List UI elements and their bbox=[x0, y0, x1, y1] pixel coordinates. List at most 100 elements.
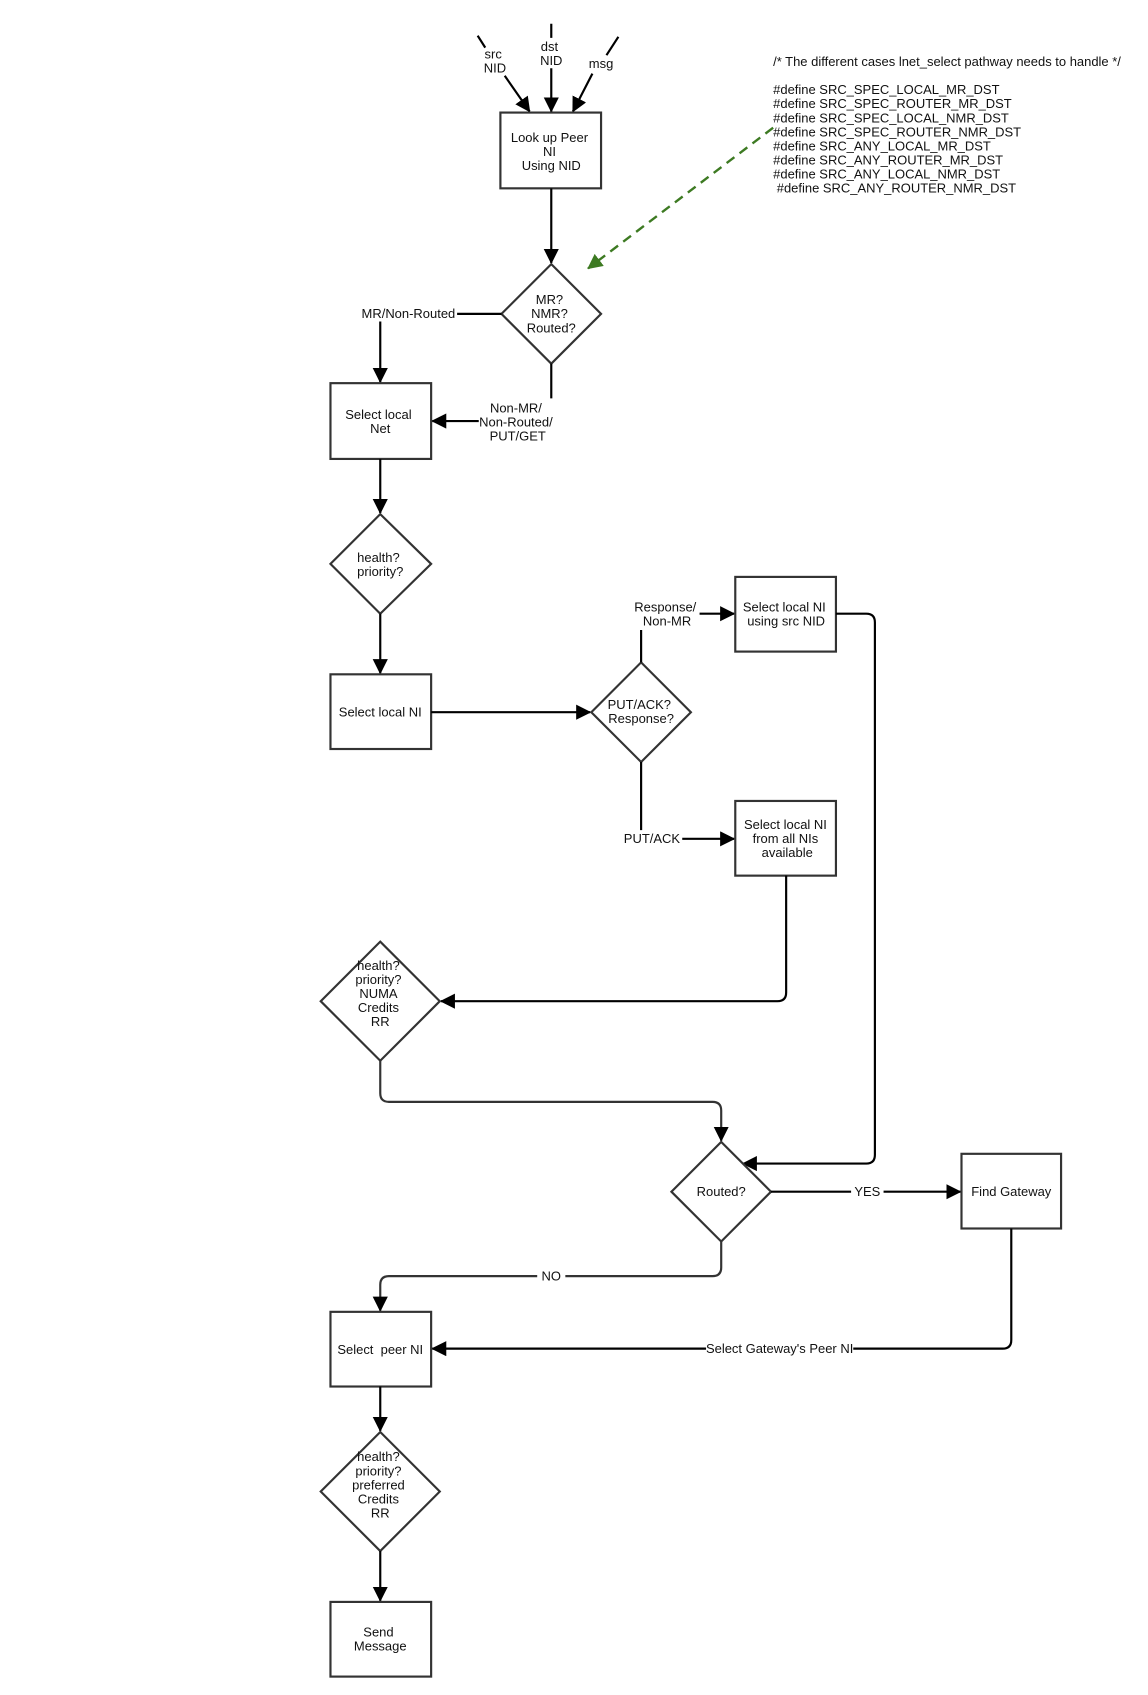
svg-text:PUT/ACK? Response?: PUT/ACK? Response? bbox=[608, 697, 675, 726]
node-text: using src NID bbox=[747, 614, 825, 629]
input-label-msg-line: msg bbox=[589, 56, 614, 71]
edge-label-yes: YES bbox=[854, 1184, 880, 1199]
note-define-line: #define SRC_ANY_ROUTER_MR_DST bbox=[773, 153, 1003, 168]
note-define-line: #define SRC_SPEC_LOCAL_MR_DST bbox=[773, 82, 999, 97]
decision-health-priority-preferred[interactable]: health? priority? preferred Credits RR bbox=[319, 1430, 442, 1553]
decision-health-priority[interactable]: health? priority? bbox=[328, 512, 433, 616]
decision-routed[interactable]: Routed? bbox=[669, 1140, 773, 1244]
node-text: MR? bbox=[536, 292, 563, 307]
svg-text:Send Message: Send Message bbox=[354, 1625, 407, 1654]
decision-mr-nmr-routed[interactable]: MR? NMR? Routed? bbox=[499, 262, 603, 366]
svg-text:Select local NI from all: Select local NI from all NIs available bbox=[744, 817, 831, 860]
svg-text:health? priority?: health? priority? NUMA Credits RR bbox=[355, 958, 405, 1029]
node-text: health? bbox=[357, 958, 400, 973]
edge-label-text: Non-MR bbox=[643, 614, 691, 629]
note-define-cases: /* The different cases lnet_select pathw… bbox=[0, 0, 1121, 196]
svg-text:Select local NI: Select local NI bbox=[339, 705, 422, 720]
edge-non-mr bbox=[432, 363, 553, 421]
note-connector-dashed bbox=[587, 126, 774, 270]
node-text: health? bbox=[357, 550, 400, 565]
input-label-src-line: src bbox=[485, 46, 503, 61]
edge-msg-input bbox=[573, 36, 620, 112]
input-label-src: src NID bbox=[484, 46, 506, 75]
node-text: Select local NI bbox=[339, 705, 422, 720]
input-edges bbox=[476, 23, 620, 112]
edge-mr-non-routed bbox=[380, 312, 502, 382]
note-define-line: #define SRC_SPEC_LOCAL_NMR_DST bbox=[773, 110, 1009, 125]
node-text: priority? bbox=[355, 972, 401, 987]
input-label-src-line: NID bbox=[484, 61, 506, 76]
node-text: PUT/ACK? bbox=[608, 697, 671, 712]
node-text: Routed? bbox=[697, 1184, 746, 1199]
edge-label-gateway-peer: Select Gateway's Peer NI bbox=[706, 1341, 853, 1356]
edge-label-text: Select Gateway's Peer NI bbox=[706, 1341, 853, 1356]
node-text: NUMA bbox=[359, 986, 398, 1001]
node-text: from all NIs bbox=[753, 831, 819, 846]
note-define-line: #define SRC_SPEC_ROUTER_NMR_DST bbox=[773, 124, 1021, 139]
node-select-local-ni[interactable]: Select local NI bbox=[329, 673, 433, 751]
node-text: RR bbox=[371, 1014, 390, 1029]
node-lookup-peer-ni[interactable]: Look up Peer NI Using NID bbox=[499, 111, 603, 190]
node-send-message[interactable]: Send Message bbox=[329, 1600, 433, 1678]
edge-label-mr-non-routed: MR/Non-Routed bbox=[362, 306, 456, 321]
edge-src-to-routed bbox=[741, 612, 876, 1172]
edge-label-text: Non-Routed/ bbox=[479, 414, 553, 429]
edge-all-to-numa bbox=[439, 875, 788, 1009]
svg-text:Find Gateway: Find Gateway bbox=[971, 1184, 1052, 1199]
node-text: Message bbox=[354, 1639, 407, 1654]
note-title-text: /* The different cases lnet_select pathw… bbox=[773, 54, 1121, 69]
edge-label-no: NO bbox=[542, 1268, 561, 1283]
edge-label-text: NO bbox=[542, 1268, 561, 1283]
edge-label-response-non-mr: Response/ Non-MR bbox=[634, 600, 700, 629]
node-text: Routed? bbox=[527, 320, 576, 335]
edge-label-text: PUT/ACK bbox=[624, 831, 681, 846]
node-text: NMR? bbox=[531, 306, 568, 321]
svg-text:Select peer NI: Select peer NI bbox=[337, 1342, 423, 1357]
node-text: Look up Peer bbox=[511, 130, 589, 145]
node-select-local-net[interactable]: Select local Net bbox=[329, 382, 433, 461]
node-text: Using NID bbox=[522, 158, 581, 173]
node-find-gateway[interactable]: Find Gateway bbox=[960, 1152, 1063, 1230]
edge-label-text: YES bbox=[854, 1184, 880, 1199]
node-select-ni-src-nid[interactable]: Select local NI using src NID bbox=[734, 575, 838, 653]
input-label-dst: dst NID bbox=[540, 39, 562, 68]
input-label-dst-line: dst bbox=[541, 39, 559, 54]
node-text: priority? bbox=[357, 564, 403, 579]
svg-text:Select local NI using sr: Select local NI using src NID bbox=[743, 600, 830, 629]
edge-no bbox=[380, 1241, 723, 1310]
input-label-msg: msg bbox=[589, 56, 614, 71]
edge-gateway-to-peer bbox=[432, 1228, 1013, 1348]
node-text: RR bbox=[371, 1505, 390, 1520]
node-text: Find Gateway bbox=[971, 1184, 1052, 1199]
note-defines: #define SRC_SPEC_LOCAL_MR_DST #define SR… bbox=[0, 0, 1046, 196]
node-text: Select local NI bbox=[743, 600, 826, 615]
decision-health-priority-numa[interactable]: health? priority? NUMA Credits RR bbox=[319, 940, 442, 1063]
svg-text:health? priority?: health? priority? bbox=[357, 550, 403, 579]
node-text: Credits bbox=[358, 1000, 400, 1015]
edge-label-non-mr: Non-MR/ Non-Routed/ PUT/GET bbox=[479, 400, 556, 443]
node-text: priority? bbox=[355, 1463, 401, 1478]
node-select-ni-all[interactable]: Select local NI from all NIs available bbox=[734, 799, 838, 877]
node-text: NI bbox=[543, 144, 556, 159]
svg-text:MR? NMR? Routed?: MR? NMR? Routed? bbox=[527, 292, 576, 335]
node-text: health? bbox=[357, 1449, 400, 1464]
node-text: Select peer NI bbox=[337, 1342, 423, 1357]
node-text: Send bbox=[363, 1625, 393, 1640]
edge-numa-to-routed bbox=[379, 1060, 729, 1142]
edge-response-non-mr bbox=[640, 614, 734, 663]
decision-put-ack-response[interactable]: PUT/ACK? Response? bbox=[589, 660, 693, 764]
node-select-peer-ni[interactable]: Select peer NI bbox=[329, 1310, 433, 1388]
edge-put-ack bbox=[640, 761, 734, 839]
note-define-line: #define SRC_ANY_LOCAL_NMR_DST bbox=[773, 167, 1000, 182]
note-define-line: #define SRC_ANY_ROUTER_NMR_DST bbox=[773, 181, 1016, 196]
note-define-line: #define SRC_SPEC_ROUTER_MR_DST bbox=[773, 96, 1012, 111]
node-text: preferred bbox=[352, 1477, 405, 1492]
input-label-dst-line: NID bbox=[540, 53, 562, 68]
svg-text:Select local Net: Select local Net bbox=[345, 407, 415, 436]
edge-src-input bbox=[476, 35, 530, 112]
edge-label-text: Response/ bbox=[634, 600, 696, 615]
svg-text:health? priority?: health? priority? preferred Credits RR bbox=[352, 1449, 408, 1520]
node-text: Select local bbox=[345, 407, 411, 422]
note-define-line: #define SRC_ANY_LOCAL_MR_DST bbox=[773, 138, 991, 153]
